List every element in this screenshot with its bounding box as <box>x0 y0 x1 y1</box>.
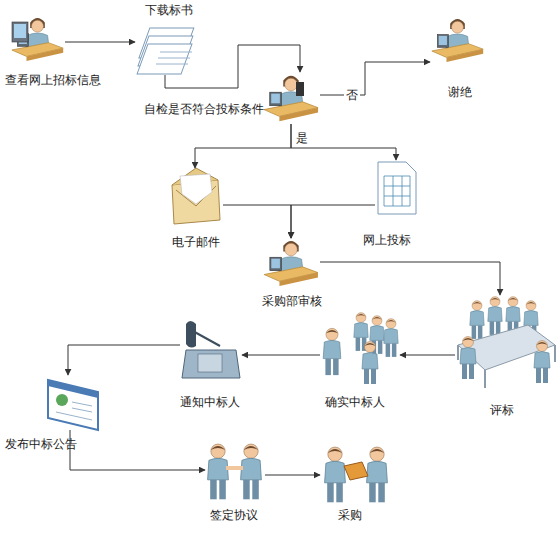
edge-label: 否 <box>344 88 360 102</box>
process-node: 评标 <box>455 295 555 390</box>
online-bid-icon <box>378 162 416 214</box>
flow-arrow <box>265 475 320 476</box>
process-node: 签定协议 <box>205 440 265 505</box>
node-label: 签定协议 <box>210 508 258 522</box>
node-label: 查看网上招标信息 <box>5 73 101 87</box>
process-node: 下载标书 <box>135 25 195 75</box>
flow-arrow <box>68 345 180 375</box>
node-label: 采购 <box>338 508 362 522</box>
process-node: 通知中标人 <box>180 318 242 383</box>
flow-arrow <box>65 42 135 43</box>
telephone-icon <box>182 321 240 378</box>
process-node: 采购 <box>320 445 390 505</box>
process-node: 确实中标人 <box>320 312 400 390</box>
computer-user-icon <box>12 18 63 61</box>
process-node: 发布中标公告 <box>45 375 100 430</box>
flow-arrow <box>223 205 291 238</box>
process-node: 自检是否符合投标条件 <box>262 72 320 124</box>
node-label: 自检是否符合投标条件 <box>144 102 264 116</box>
node-label: 确实中标人 <box>325 395 385 409</box>
flow-arrow <box>320 262 500 295</box>
node-label: 通知中标人 <box>180 395 240 409</box>
node-label: 评标 <box>490 403 514 417</box>
node-label: 采购部审核 <box>262 294 322 308</box>
node-label: 发布中标公告 <box>5 437 77 451</box>
winner-group-icon <box>323 313 398 384</box>
edge-label: 是 <box>294 131 310 145</box>
flow-arrow <box>291 205 375 238</box>
flow-arrow <box>195 124 291 168</box>
decline-icon <box>432 19 483 62</box>
process-node: 采购部审核 <box>262 238 320 288</box>
announcement-icon <box>48 380 98 430</box>
handshake-icon <box>208 444 262 499</box>
envelope-icon <box>172 168 220 224</box>
node-label: 电子邮件 <box>172 235 220 249</box>
flow-arrow <box>70 430 205 470</box>
flow-arrow <box>242 355 320 356</box>
process-node: 谢绝 <box>430 15 485 65</box>
node-label: 谢绝 <box>448 85 472 99</box>
process-node: 网上投标 <box>375 160 417 215</box>
node-label: 网上投标 <box>363 233 411 247</box>
flow-arrow <box>400 355 455 356</box>
flow-arrow <box>291 124 396 160</box>
flow-arrow <box>165 45 300 88</box>
process-node: 电子邮件 <box>168 168 223 223</box>
flow-arrow <box>320 62 430 95</box>
process-node: 查看网上招标信息 <box>10 15 65 65</box>
node-label: 下载标书 <box>145 3 193 17</box>
self-check-icon <box>264 76 318 121</box>
purchase-icon <box>325 447 388 502</box>
review-icon <box>264 241 318 286</box>
documents-icon <box>137 28 194 74</box>
meeting-icon <box>458 297 555 388</box>
